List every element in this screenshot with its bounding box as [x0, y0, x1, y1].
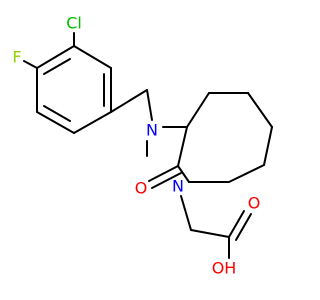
- bond-ring-5: [228, 164, 265, 183]
- bond-ar-inner-2: [43, 105, 71, 122]
- bond-ar-3: [73, 111, 112, 134]
- bond-ch2-cooh: [190, 229, 230, 238]
- bond-c-o-1: [228, 210, 245, 238]
- molecule-svg: Cl F N N O O OH: [12, 14, 273, 278]
- bond-co-2: [151, 172, 182, 189]
- atom-label-o-carbonyl: O: [135, 179, 148, 198]
- bond-ring-4: [263, 126, 273, 166]
- bond-c-f: [23, 60, 38, 69]
- atom-label-oh: OH: [212, 259, 237, 278]
- bond-ar-1: [73, 45, 112, 69]
- bond-n-ch2: [180, 195, 192, 231]
- structure-diagram: Cl F N N O O OH: [12, 14, 273, 278]
- bond-co-1: [148, 165, 179, 182]
- bond-c-o-2: [235, 213, 252, 241]
- bond-ar-inner-3: [43, 58, 71, 75]
- atom-label-f: F: [12, 48, 21, 67]
- benzene-ring: [36, 45, 112, 134]
- bond-ch2-n: [146, 89, 153, 121]
- atom-label-n-ring: N: [172, 177, 184, 196]
- bond-ring-8: [177, 126, 188, 167]
- atom-label-cl: Cl: [66, 14, 82, 33]
- bond-ar-ch2: [110, 89, 148, 113]
- azepane-ring: [177, 92, 273, 183]
- bond-ring-3: [247, 92, 273, 128]
- bond-ar-4: [36, 111, 75, 134]
- bond-ring-7: [177, 165, 190, 183]
- bond-ring-1: [186, 92, 210, 128]
- atom-label-o-acid: O: [248, 194, 261, 213]
- atom-label-n-amine: N: [146, 121, 158, 140]
- bond-ar-6: [36, 45, 75, 69]
